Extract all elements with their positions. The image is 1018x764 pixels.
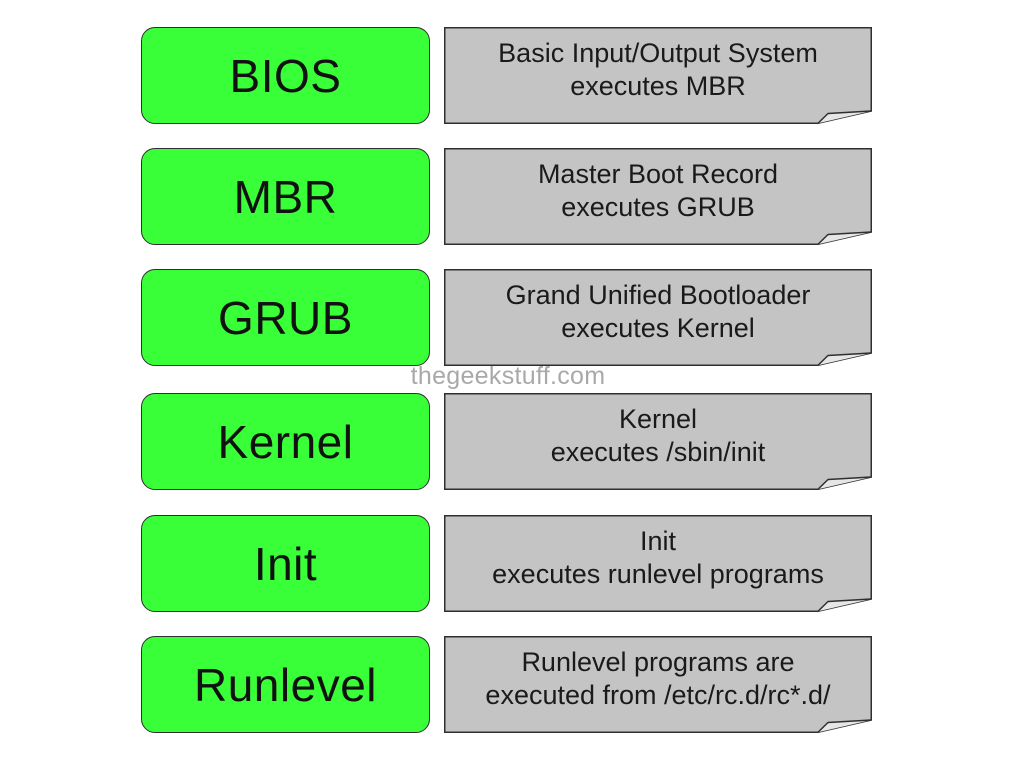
stage-label-box: Kernel — [141, 393, 430, 490]
note-shape — [444, 27, 872, 124]
stage-label-box: MBR — [141, 148, 430, 245]
description-line: Kernel — [618, 404, 698, 434]
description-line: executes /sbin/init — [550, 437, 766, 467]
description-line: Init — [639, 526, 677, 556]
description-line: Runlevel programs are — [521, 647, 795, 677]
note-shape — [444, 393, 872, 490]
description-line: executed from /etc/rc.d/rc*.d/ — [485, 680, 831, 710]
page-fold-corner — [817, 110, 872, 124]
note-shape — [444, 148, 872, 245]
description-line: executes runlevel programs — [492, 559, 824, 589]
stage-label-box: Runlevel — [141, 636, 430, 733]
description-line: Basic Input/Output System — [498, 38, 818, 68]
stage-label-box: BIOS — [141, 27, 430, 124]
description-line: Master Boot Record — [537, 159, 779, 189]
description-line: Grand Unified Bootloader — [505, 280, 811, 310]
stage-label-box: Init — [141, 515, 430, 612]
note-shape — [444, 269, 872, 366]
stage-label-box: GRUB — [141, 269, 430, 366]
page-fold-corner — [817, 476, 872, 490]
page-fold-corner — [817, 719, 872, 733]
description-line: executes MBR — [570, 71, 746, 101]
description-line: executes Kernel — [561, 313, 755, 343]
description-line: executes GRUB — [561, 192, 755, 222]
page-fold-corner — [817, 231, 872, 245]
watermark: thegeekstuff.com — [410, 362, 606, 390]
page-fold-corner — [817, 352, 872, 366]
note-shape — [444, 636, 872, 733]
page-fold-corner — [817, 598, 872, 612]
note-shape — [444, 515, 872, 612]
